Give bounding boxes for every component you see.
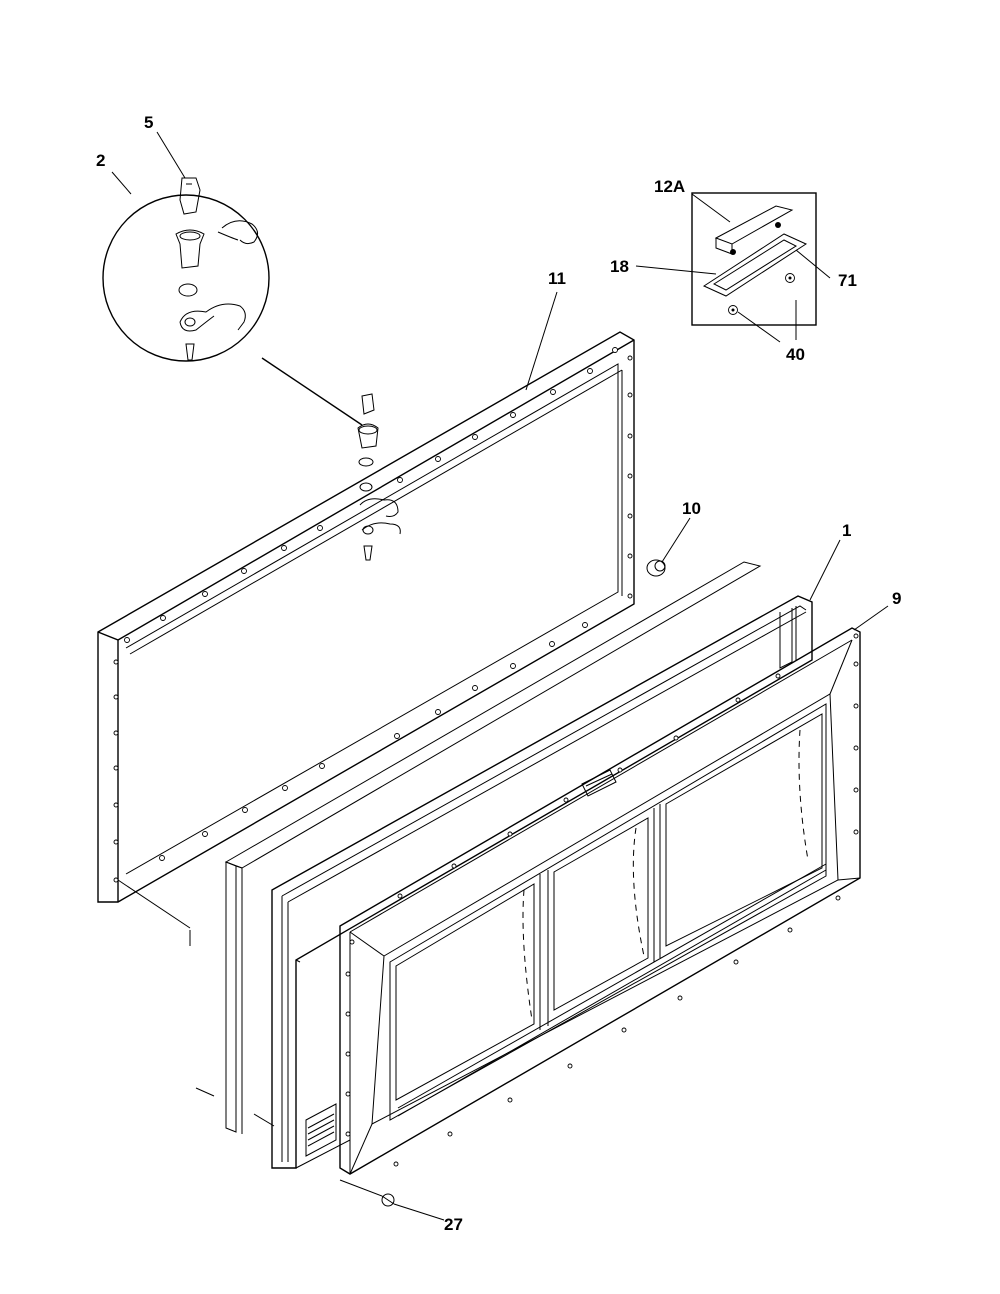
- panel-part-11: [97, 331, 635, 946]
- frame-9-holes: [345, 633, 859, 1167]
- callout-40: 40: [786, 345, 805, 364]
- frame-part-1: [271, 595, 813, 1169]
- callout-27: 27: [444, 1215, 463, 1234]
- plug-part-10: [646, 559, 666, 577]
- hinge-assembly: [357, 393, 401, 561]
- callout-12a: 12A: [654, 177, 685, 196]
- frame-part-9: [339, 627, 861, 1175]
- callout-5: 5: [144, 113, 153, 132]
- screw-part-27: [339, 1179, 395, 1207]
- callout-10: 10: [682, 499, 701, 518]
- callout-2: 2: [96, 151, 105, 170]
- breaker-strip: [224, 561, 762, 1134]
- leader-lines: [111, 131, 889, 1221]
- handle-inset-box: [691, 192, 817, 326]
- hinge-detail-circle: [102, 177, 363, 426]
- callout-18: 18: [610, 257, 629, 276]
- callout-1: 1: [842, 521, 851, 540]
- callout-71: 71: [838, 271, 857, 290]
- callout-11: 11: [548, 269, 566, 288]
- panel-11-holes: [113, 347, 633, 883]
- callout-9: 9: [892, 589, 901, 608]
